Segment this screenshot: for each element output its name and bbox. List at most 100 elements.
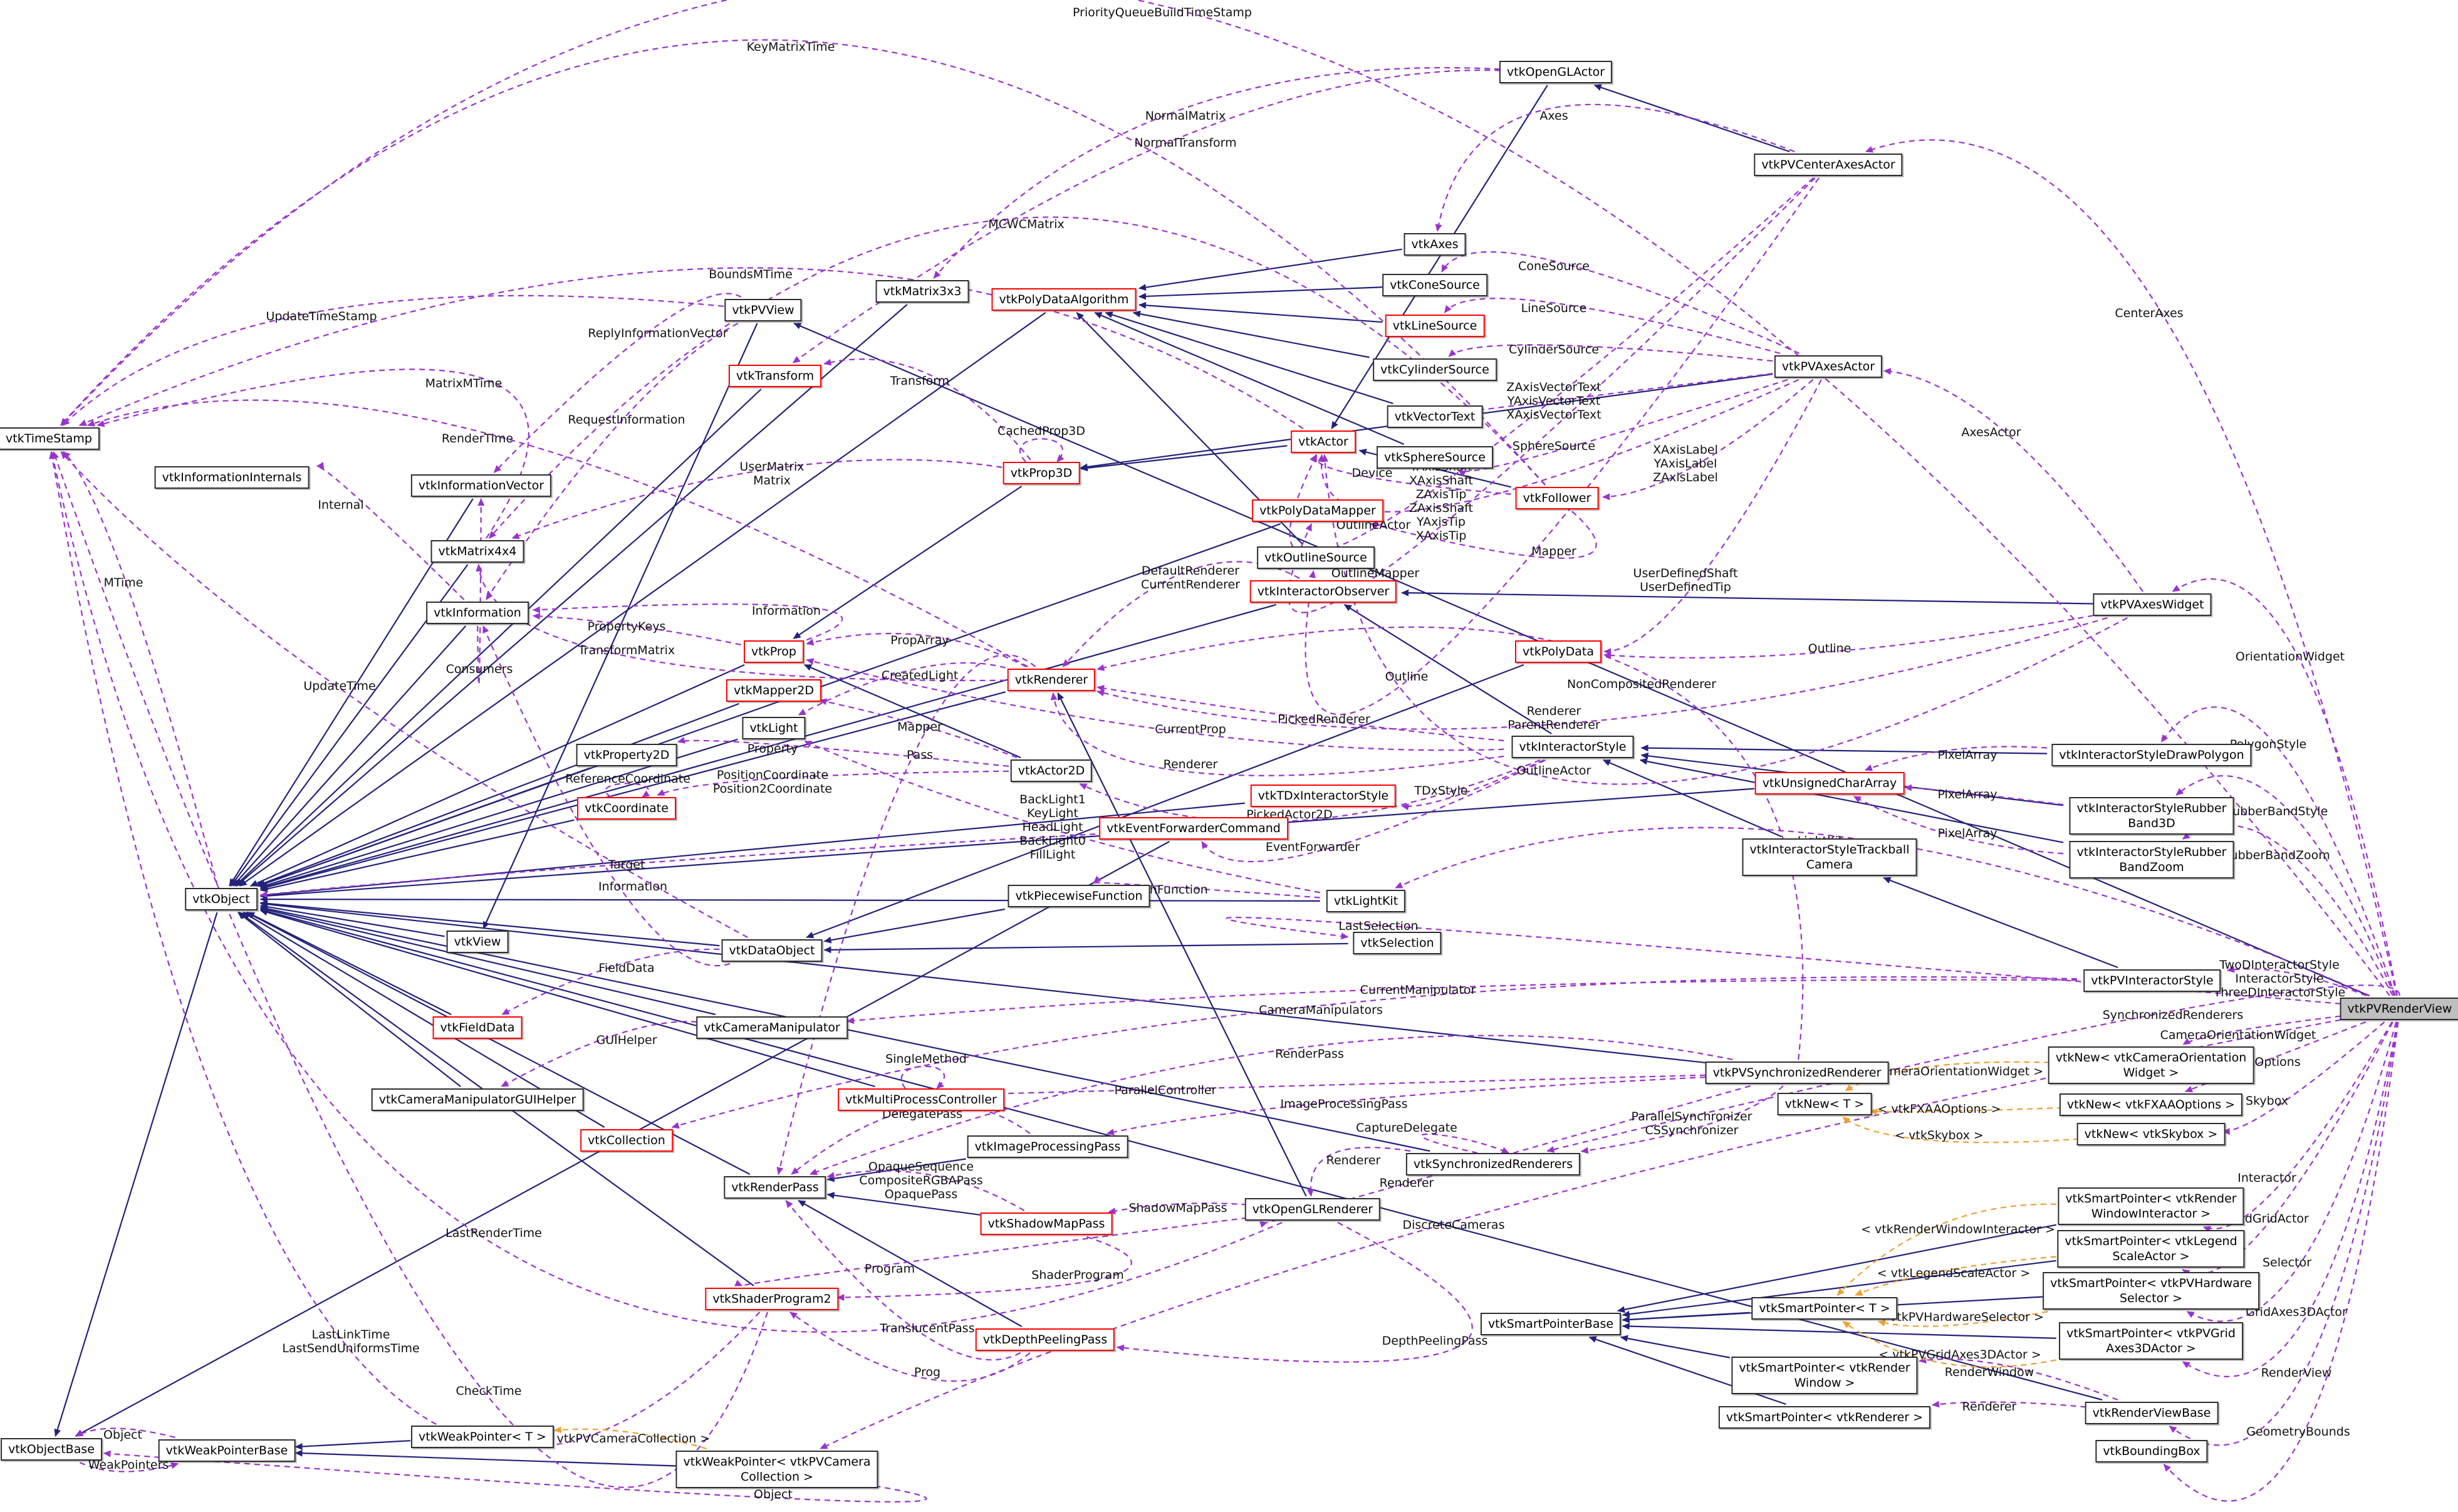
class-node-cman[interactable]: vtkCameraManipulator [696,1016,848,1039]
class-node-istyle[interactable]: vtkInteractorStyle [1511,736,1634,758]
edge-label-TransformMatrix: TransformMatrix [578,644,675,657]
class-node-cmgh[interactable]: vtkCameraManipulatorGUIHelper [371,1088,584,1111]
class-node-line[interactable]: vtkLineSource [1385,315,1485,337]
class-node-pdm[interactable]: vtkPolyDataMapper [1252,499,1383,522]
class-node-bbox[interactable]: vtkBoundingBox [2095,1440,2208,1462]
edge-isdp-to-istyle [1640,744,2048,754]
class-node-oglr[interactable]: vtkOpenGLRenderer [1244,1198,1381,1221]
class-node-pvsr[interactable]: vtkPVSynchronizedRenderer [1705,1061,1889,1084]
class-node-sphs[interactable]: vtkSmartPointer< vtkPVHardware Selector … [2043,1272,2259,1310]
class-node-wpb[interactable]: vtkWeakPointerBase [158,1439,296,1462]
edge-label-CylinderSource: CylinderSource [1509,343,1599,357]
class-node-axes[interactable]: vtkAxes [1403,233,1466,256]
class-node-vtext[interactable]: vtkVectorText [1387,405,1483,428]
class-node-efc[interactable]: vtkEventForwarderCommand [1099,817,1288,840]
class-node-wpt[interactable]: vtkWeakPointer< T > [411,1426,554,1448]
class-node-ncow[interactable]: vtkNew< vtkCameraOrientation Widget > [2048,1046,2254,1084]
edge-pvrv-to-spga [2182,1021,2398,1377]
class-node-tdx[interactable]: vtkTDxInteractorStyle [1250,785,1397,807]
class-node-uca[interactable]: vtkUnsignedCharArray [1754,772,1905,795]
class-node-inf[interactable]: vtkInformation [426,602,529,624]
class-node-rpass[interactable]: vtkRenderPass [724,1176,826,1199]
edge-pda-to-obj [239,312,1046,887]
edge-label-LastSelection: LastSelection [1338,919,1419,933]
class-node-wpc[interactable]: vtkWeakPointer< vtkPVCamera Collection > [675,1451,878,1488]
class-node-nfxaa[interactable]: vtkNew< vtkFXAAOptions > [2059,1093,2243,1116]
edge-label-DiscreteCameras: DiscreteCameras [1402,1218,1505,1232]
class-node-actor[interactable]: vtkActor [1291,430,1356,453]
edge-label-KeyMatrixTime: KeyMatrixTime [746,40,835,54]
class-node-pvaa[interactable]: vtkPVAxesActor [1774,355,1883,378]
class-node-ts[interactable]: vtkTimeStamp [0,427,100,450]
class-node-pvis[interactable]: vtkPVInteractorStyle [2083,969,2221,992]
edge-lkit-to-light [804,740,1321,894]
class-node-cyl[interactable]: vtkCylinderSource [1373,358,1497,381]
class-node-iv[interactable]: vtkInformationVector [410,474,552,497]
class-node-spren[interactable]: vtkSmartPointer< vtkRenderer > [1718,1406,1931,1429]
class-node-nsky[interactable]: vtkNew< vtkSkybox > [2076,1123,2226,1145]
class-node-prop2d[interactable]: vtkProperty2D [576,744,677,766]
class-node-rvb[interactable]: vtkRenderViewBase [2085,1402,2219,1424]
class-node-obj[interactable]: vtkObject [185,888,258,910]
class-node-fd[interactable]: vtkFieldData [432,1016,523,1039]
edge-label-MatrixMTime: MatrixMTime [425,377,503,390]
edge-label-PriorityQueueBuildTimeStamp: PriorityQueueBuildTimeStamp [1073,6,1252,19]
class-node-ipp[interactable]: vtkImageProcessingPass [967,1135,1128,1158]
edge-label-MTime: MTime [103,576,143,590]
class-node-isrbz[interactable]: vtkInteractorStyleRubber BandZoom [2069,841,2234,879]
class-node-dobj[interactable]: vtkDataObject [721,939,823,962]
class-node-newt[interactable]: vtkNew< T > [1777,1093,1872,1115]
class-node-mpc[interactable]: vtkMultiProcessController [838,1088,1004,1111]
class-node-pvcaa[interactable]: vtkPVCenterAxesActor [1754,154,1903,176]
class-node-coord[interactable]: vtkCoordinate [577,797,676,820]
edge-label-ShadowMapPass: ShadowMapPass [1128,1201,1227,1215]
class-node-isrb3[interactable]: vtkInteractorStyleRubber Band3D [2069,797,2234,835]
edge-label-< vtkPVHardwareSelector >: < vtkPVHardwareSelector > [1876,1310,2044,1324]
class-node-cone[interactable]: vtkConeSource [1382,274,1487,296]
class-node-ii[interactable]: vtkInformationInternals [154,466,310,489]
class-node-pvaw[interactable]: vtkPVAxesWidget [2093,593,2212,616]
class-node-iobs[interactable]: vtkInteractorObserver [1249,580,1397,603]
class-node-ogla[interactable]: vtkOpenGLActor [1499,61,1613,83]
class-node-coll[interactable]: vtkCollection [580,1129,673,1152]
class-node-sprw[interactable]: vtkSmartPointer< vtkRender Window > [1731,1357,1918,1394]
class-node-spga[interactable]: vtkSmartPointer< vtkPVGrid Axes3DActor > [2059,1322,2243,1360]
class-node-dpp[interactable]: vtkDepthPeelingPass [975,1328,1115,1351]
class-node-isdp[interactable]: vtkInteractorStyleDrawPolygon [2051,744,2252,766]
edge-label-ParallelController: ParallelController [1114,1083,1217,1097]
class-node-p3d[interactable]: vtkProp3D [1002,462,1080,484]
edge-dobj-to-fd [501,948,720,1015]
class-node-m3[interactable]: vtkMatrix3x3 [875,280,969,303]
class-node-osrc[interactable]: vtkOutlineSource [1257,546,1375,569]
edge-wpc-to-ob [103,1450,927,1503]
class-node-sel[interactable]: vtkSelection [1353,932,1442,954]
class-node-pvview[interactable]: vtkPVView [724,299,802,321]
class-node-map2[interactable]: vtkMapper2D [726,679,822,702]
class-node-m4[interactable]: vtkMatrix4x4 [430,540,524,563]
class-node-splsa[interactable]: vtkSmartPointer< vtkLegend ScaleActor > [2057,1230,2245,1268]
class-node-prop[interactable]: vtkProp [744,640,804,663]
class-node-light[interactable]: vtkLight [742,717,806,739]
class-node-spt[interactable]: vtkSmartPointer< T > [1751,1297,1898,1320]
class-node-smp[interactable]: vtkShadowMapPass [980,1212,1113,1235]
edge-label-RenderView: RenderView [2261,1366,2332,1380]
class-node-act2d[interactable]: vtkActor2D [1010,759,1093,782]
class-node-istc[interactable]: vtkInteractorStyleTrackball Camera [1742,838,1917,876]
class-node-sp2[interactable]: vtkShaderProgram2 [705,1288,839,1310]
class-node-pda[interactable]: vtkPolyDataAlgorithm [991,288,1137,311]
class-node-pwf[interactable]: vtkPiecewiseFunction [1008,885,1150,907]
class-node-ren[interactable]: vtkRenderer [1007,669,1096,691]
class-node-spb[interactable]: vtkSmartPointerBase [1480,1313,1622,1335]
class-node-view[interactable]: vtkView [446,931,509,953]
class-node-ob[interactable]: vtkObjectBase [1,1438,102,1461]
edge-istc-to-istyle [1603,759,1782,838]
class-node-pd[interactable]: vtkPolyData [1515,640,1601,663]
class-node-sphere[interactable]: vtkSphereSource [1377,446,1493,469]
class-node-lkit[interactable]: vtkLightKit [1326,890,1406,912]
class-node-tra[interactable]: vtkTransform [728,365,822,387]
class-node-foll[interactable]: vtkFollower [1515,487,1599,509]
edge-dobj-to-ts [60,451,748,938]
class-node-pvrv[interactable]: vtkPVRenderView [2340,998,2458,1020]
class-node-sren[interactable]: vtkSynchronizedRenderers [1405,1153,1581,1176]
class-node-sprwi[interactable]: vtkSmartPointer< vtkRender WindowInterac… [2058,1187,2244,1225]
